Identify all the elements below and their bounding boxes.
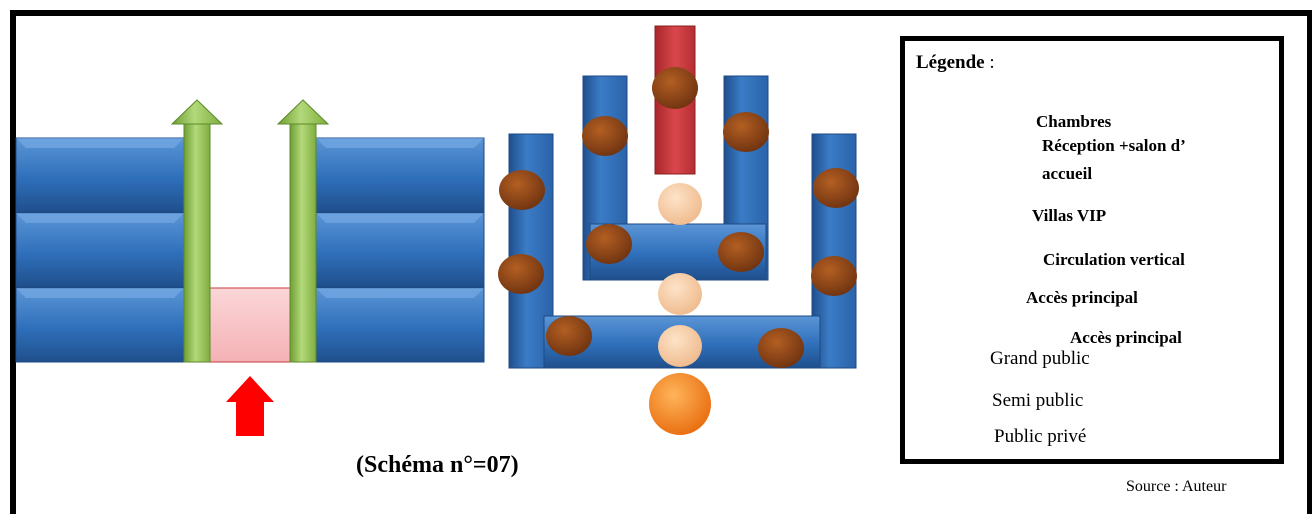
- legend-label-villas-vip: Villas VIP: [1032, 206, 1107, 225]
- grand-public-circle: [649, 373, 711, 435]
- legend-title-row: Légende :: [916, 52, 995, 74]
- public-prive-circle: [586, 224, 632, 264]
- public-prive-circle: [813, 168, 859, 208]
- legend-label-acces-principal-2: Accès principal: [1070, 328, 1182, 347]
- public-prive-circle: [546, 316, 592, 356]
- semi-public-circle: [658, 325, 702, 367]
- legend-label-semi-public: Semi public: [992, 390, 1084, 411]
- public-prive-circle: [498, 254, 544, 294]
- legend-label-acces-principal: Accès principal: [1026, 288, 1138, 307]
- public-prive-circle: [499, 170, 545, 210]
- circulation-arrow-right: [276, 99, 330, 363]
- public-prive-circle: [723, 112, 769, 152]
- chambres-left-block-1: [15, 137, 185, 213]
- legend-label-circulation: Circulation vertical: [1043, 250, 1185, 269]
- legend-title: Légende: [916, 52, 985, 73]
- outer-frame: [10, 10, 1312, 514]
- legend-title-suffix: :: [984, 52, 995, 73]
- acces-principal-arrow: [226, 376, 274, 436]
- source-note: Source : Auteur: [1126, 478, 1227, 495]
- public-prive-circle: [652, 67, 698, 109]
- public-prive-circle: [758, 328, 804, 368]
- chambres-left-block-3: [15, 287, 185, 363]
- semi-public-circle: [658, 183, 702, 225]
- chambres-right-block-1: [315, 137, 485, 213]
- chambres-right-block-2: [315, 212, 485, 288]
- semi-public-circle: [658, 273, 702, 315]
- chambres-right-block-3: [315, 287, 485, 363]
- public-prive-circle: [718, 232, 764, 272]
- public-prive-circle: [582, 116, 628, 156]
- legend-label-reception-line1: Réception +salon d’: [1042, 136, 1186, 155]
- schema-caption: (Schéma n°=07): [356, 452, 519, 478]
- circulation-arrow-left: [170, 99, 224, 363]
- legend-box: [900, 36, 1284, 464]
- legend-label-chambres: Chambres: [1036, 112, 1112, 131]
- legend-label-grand-public: Grand public: [990, 348, 1090, 369]
- left-schema: [15, 99, 485, 436]
- public-prive-circle: [811, 256, 857, 296]
- right-schema: [498, 25, 859, 435]
- chambres-left-block-2: [15, 212, 185, 288]
- legend-label-public-prive: Public privé: [994, 426, 1087, 447]
- legend-label-reception-line2: accueil: [1042, 164, 1093, 183]
